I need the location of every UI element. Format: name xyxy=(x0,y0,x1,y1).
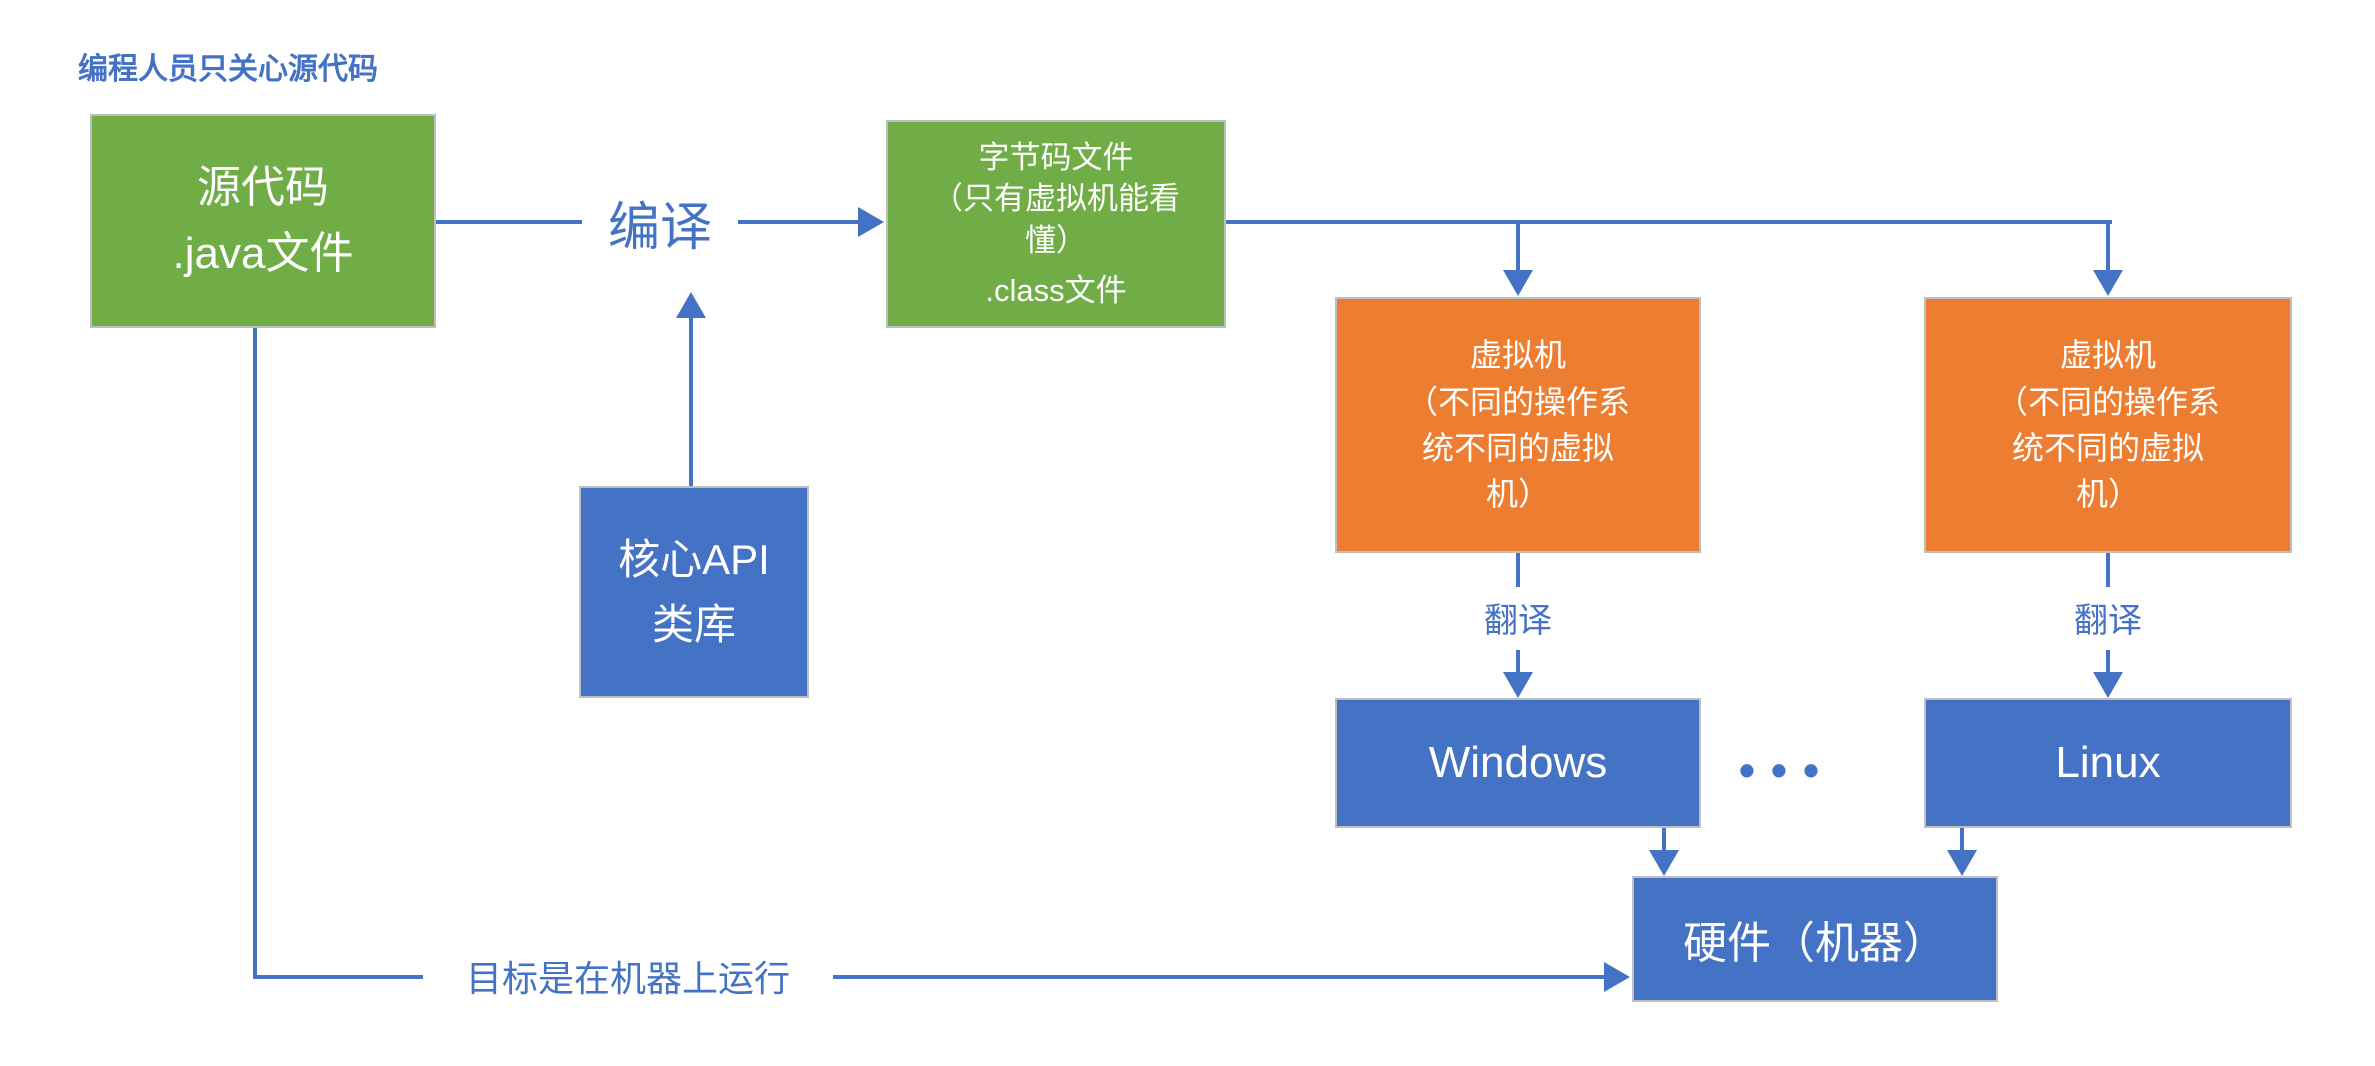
ellipsis-icon: ••• xyxy=(1738,744,1836,796)
translate-left-edge-label: 翻译 xyxy=(1484,601,1552,640)
vm-right-line1: 虚拟机 xyxy=(2059,337,2156,374)
source-code-line1: 源代码 xyxy=(197,163,329,212)
vm-right-line4: 机） xyxy=(2075,476,2140,513)
vm-left-box: 虚拟机 （不同的操作系 统不同的虚拟 机） xyxy=(1335,297,1701,553)
goal-edge-label: 目标是在机器上运行 xyxy=(465,958,790,999)
linux-label: Linux xyxy=(2055,738,2161,787)
bytecode-line4: .class文件 xyxy=(985,272,1127,308)
goal-to-hardware-arrowhead-icon xyxy=(1604,962,1630,992)
vm-left-line1: 虚拟机 xyxy=(1469,337,1566,374)
branch-drop-left-line xyxy=(1516,222,1520,270)
core-api-line1: 核心API xyxy=(618,535,770,583)
source-to-compile-line xyxy=(436,220,582,224)
windows-to-hardware-line xyxy=(1662,828,1666,852)
goal-line-right-segment xyxy=(833,975,1604,979)
bytecode-box: 字节码文件 （只有虚拟机能看 懂） .class文件 xyxy=(886,120,1226,328)
vm-right-line3: 统不同的虚拟 xyxy=(2011,430,2204,466)
source-code-box: 源代码 .java文件 xyxy=(90,114,436,328)
linux-box: Linux xyxy=(1924,698,2292,828)
vm-left-line2: （不同的操作系 xyxy=(1405,383,1630,420)
core-api-line2: 类库 xyxy=(651,601,736,648)
linux-to-hardware-line xyxy=(1960,828,1964,852)
branch-drop-right-line xyxy=(2106,222,2110,270)
windows-to-hardware-arrowhead-icon xyxy=(1649,850,1679,876)
translate-to-linux-arrowhead-icon xyxy=(2093,672,2123,698)
compile-to-bytecode-line xyxy=(738,220,860,224)
vm-right-to-translate-line xyxy=(2106,553,2110,587)
bytecode-line2: （只有虚拟机能看 xyxy=(932,181,1180,217)
vm-right-box: 虚拟机 （不同的操作系 统不同的虚拟 机） xyxy=(1924,297,2292,553)
windows-label: Windows xyxy=(1428,738,1608,787)
hardware-label: 硬件（机器） xyxy=(1683,919,1947,968)
hardware-box: 硬件（机器） xyxy=(1632,876,1998,1002)
translate-to-windows-arrowhead-icon xyxy=(1503,672,1533,698)
vm-left-line4: 机） xyxy=(1485,476,1550,513)
translate-to-windows-line xyxy=(1516,650,1520,672)
translate-to-linux-line xyxy=(2106,650,2110,672)
vm-right-line2: （不同的操作系 xyxy=(1995,383,2220,420)
branch-drop-right-arrowhead-icon xyxy=(2093,270,2123,296)
goal-line-left-segment xyxy=(253,975,423,979)
source-code-line2: .java文件 xyxy=(172,229,354,278)
bytecode-line1: 字节码文件 xyxy=(978,139,1134,175)
vm-left-line3: 统不同的虚拟 xyxy=(1421,430,1614,466)
bytecode-branch-line xyxy=(1226,220,2112,224)
compile-edge-label: 编译 xyxy=(607,198,712,257)
branch-drop-left-arrowhead-icon xyxy=(1503,270,1533,296)
bytecode-line3: 懂） xyxy=(1025,223,1087,258)
core-api-box: 核心API 类库 xyxy=(579,486,809,698)
api-to-compile-arrowhead-icon xyxy=(676,292,706,318)
annotation-title: 编程人员只关心源代码 xyxy=(78,53,378,86)
linux-to-hardware-arrowhead-icon xyxy=(1947,850,1977,876)
vm-left-to-translate-line xyxy=(1516,553,1520,587)
windows-box: Windows xyxy=(1335,698,1701,828)
compile-to-bytecode-arrowhead-icon xyxy=(858,207,884,237)
source-to-goal-vertical-line xyxy=(253,328,257,979)
translate-right-edge-label: 翻译 xyxy=(2074,601,2142,640)
api-to-compile-line xyxy=(689,318,693,486)
